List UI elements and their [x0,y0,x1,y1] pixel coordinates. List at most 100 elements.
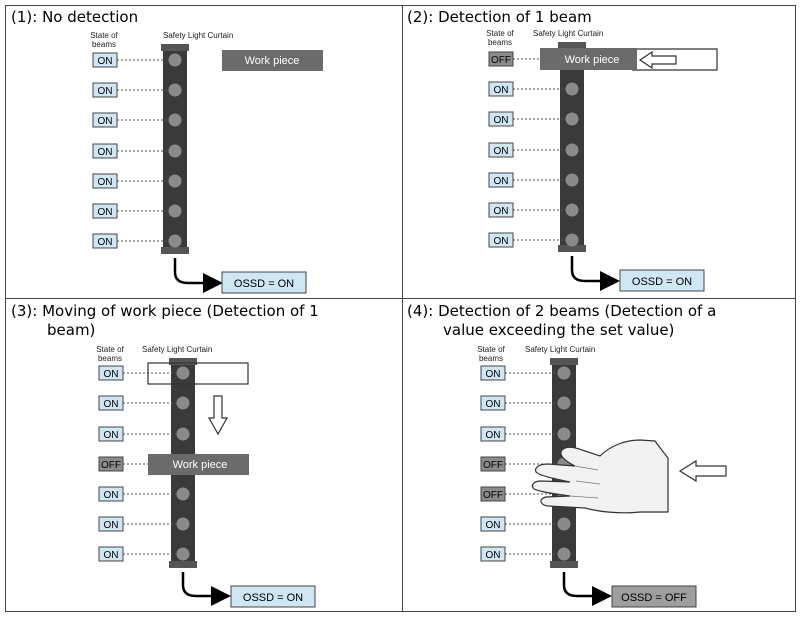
beam-state-label: ON [98,86,113,97]
beam-state-label: ON [98,237,113,248]
beam-state-box [488,51,514,67]
panel-detection-2-beams: (4): Detection of 2 beams (Detection of … [407,302,727,608]
state-of-beams-header: State of beams [477,345,505,363]
ossd-label: OSSD = ON [632,276,692,288]
beam-row: ON [488,81,579,97]
safety-light-curtain-label: Safety Light Curtain [525,345,595,354]
beam-state-label: ON [104,520,119,531]
work-piece-outline [632,48,718,71]
beam-state-box [480,395,506,411]
beam-dot [176,487,190,501]
work-piece [148,454,249,475]
beam-dot [168,113,182,127]
panel-title-line1: (4): Detection of 2 beams (Detection of … [407,302,716,320]
table-grid [5,5,796,612]
output-arrow [181,572,231,606]
work-piece-previous-outline [147,362,249,385]
svg-text:State of: State of [90,31,118,40]
beam-state-box [98,395,124,411]
beam-state-label: ON [494,146,509,157]
beam-state-box [92,203,118,219]
beam-state-box [488,232,514,248]
work-piece-label: Work piece [245,55,300,67]
beam-row: ON [488,111,579,127]
beam-dot [565,143,579,157]
beam-state-label: ON [486,430,501,441]
beam-dot [557,517,571,531]
beam-state-label: ON [98,147,113,158]
output-arrow [562,572,612,606]
panel-title: (2): Detection of 1 beam [407,8,592,26]
beam-state-label: ON [494,85,509,96]
ossd-label: OSSD = ON [234,278,294,290]
svg-text:State of: State of [486,29,514,38]
beam-state-box [488,142,514,158]
beam-state-box [98,546,124,562]
svg-text:State of: State of [477,345,505,354]
beam-state-label: ON [104,399,119,410]
beam-state-box [480,486,506,502]
beam-state-box [98,426,124,442]
beam-state-label: ON [98,177,113,188]
beam-state-box [92,52,118,68]
safety-light-curtain-label: Safety Light Curtain [142,345,212,354]
beam-state-box [98,486,124,502]
beam-dot [557,366,571,380]
beam-row: ON [488,142,579,158]
beam-state-box [92,112,118,128]
panel-title-line2: value exceeding the set value) [443,321,674,339]
beam-state-box [480,456,506,472]
beam-state-box [488,111,514,127]
beam-row: ON [98,486,190,502]
beam-state-box [92,233,118,249]
beam-row: ON [92,82,182,98]
svg-text:State of: State of [96,345,124,354]
beam-state-box [480,365,506,381]
beam-state-label: ON [494,206,509,217]
beam-state-box [92,143,118,159]
beam-state-label: ON [104,369,119,380]
beam-dot [557,396,571,410]
hand-illustration [531,439,669,514]
beam-dot [557,427,571,441]
beam-state-box [98,516,124,532]
beam-state-label: OFF [483,460,503,471]
beam-state-label: OFF [483,490,503,501]
state-of-beams-header: State of beams [90,31,118,49]
beam-state-box [98,365,124,381]
state-of-beams-header: State of beams [96,345,124,363]
beam-state-label: ON [104,430,119,441]
beam-row: ON [488,172,579,188]
beam-state-label: ON [494,115,509,126]
beam-dot [565,112,579,126]
motion-arrow-down [207,395,229,436]
beam-state-box [480,546,506,562]
ossd-label: OSSD = ON [243,592,303,604]
svg-text:beams: beams [92,40,116,49]
beam-dot [565,203,579,217]
beam-state-label: ON [494,176,509,187]
beam-row: ON [98,395,190,411]
beam-row: ON [92,203,182,219]
work-piece [222,50,323,71]
beam-dot [168,174,182,188]
motion-arrow-left [678,459,727,483]
beam-dot [168,144,182,158]
safety-light-curtain-label: Safety Light Curtain [533,29,603,38]
work-piece-label: Work piece [565,54,620,66]
beam-state-label: OFF [491,55,511,66]
beam-dot [168,83,182,97]
beam-row: ON [98,516,190,532]
beam-row: ON [98,426,190,442]
beam-row: ON [92,143,182,159]
beam-dot [168,53,182,67]
beam-row: ON [92,112,182,128]
beam-state-label: ON [486,369,501,380]
beam-dot [176,517,190,531]
beam-state-label: ON [494,236,509,247]
panel-title-line2: beam) [47,321,95,339]
work-piece-label: Work piece [173,459,228,471]
beam-dot [168,204,182,218]
output-arrow [173,258,223,293]
